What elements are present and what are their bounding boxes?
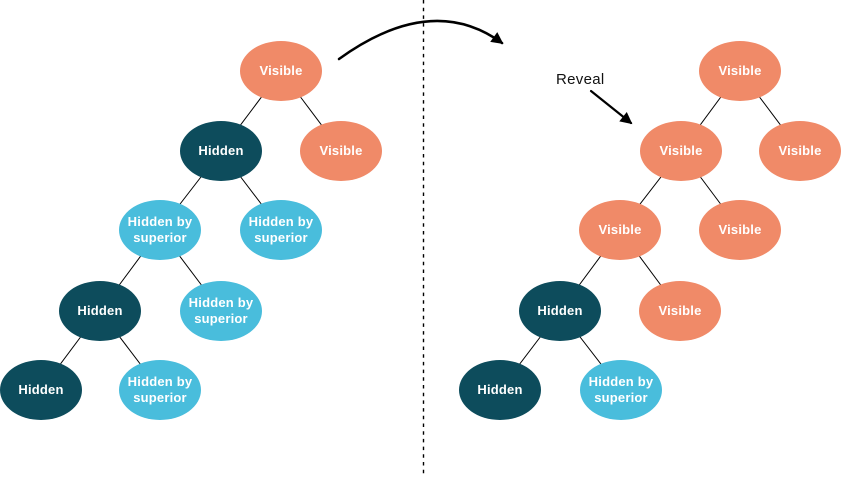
node-visible: Visible xyxy=(579,200,661,260)
reveal-label: Reveal xyxy=(556,71,605,88)
node-hidden-by-superior: Hidden by superior xyxy=(240,200,322,260)
reveal-arrow xyxy=(589,89,633,125)
node-hidden: Hidden xyxy=(519,281,601,341)
node-visible: Visible xyxy=(640,121,722,181)
node-hidden-by-superior: Hidden by superior xyxy=(180,281,262,341)
node-visible: Visible xyxy=(300,121,382,181)
node-hidden: Hidden xyxy=(459,360,541,420)
node-hidden-by-superior: Hidden by superior xyxy=(119,360,201,420)
node-hidden-by-superior: Hidden by superior xyxy=(119,200,201,260)
node-visible: Visible xyxy=(699,200,781,260)
node-hidden-by-superior: Hidden by superior xyxy=(580,360,662,420)
node-hidden: Hidden xyxy=(180,121,262,181)
node-hidden: Hidden xyxy=(59,281,141,341)
node-visible: Visible xyxy=(639,281,721,341)
node-visible: Visible xyxy=(240,41,322,101)
node-hidden: Hidden xyxy=(0,360,82,420)
node-visible: Visible xyxy=(699,41,781,101)
node-visible: Visible xyxy=(759,121,841,181)
transform-arrow xyxy=(337,19,504,61)
